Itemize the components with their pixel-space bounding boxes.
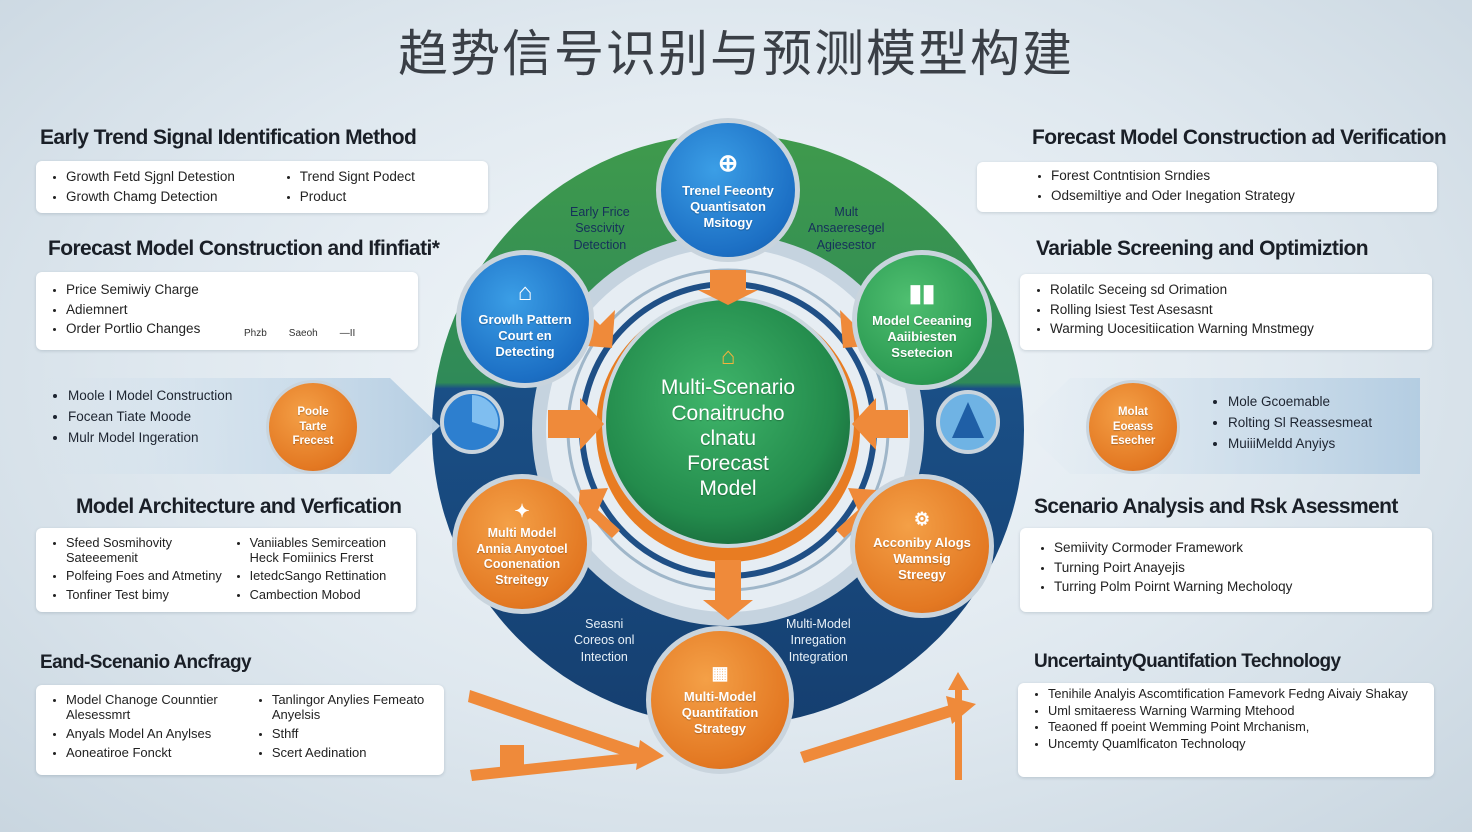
list-item: Growth Fetd Sjgnl Detestion bbox=[66, 169, 284, 185]
core-node: ⌂ Multi-Scenario Conaitrucho clnatu Fore… bbox=[660, 342, 796, 501]
node-top: ⊕ Trenel Feeonty Quantisaton Msitogy bbox=[656, 118, 800, 262]
house-icon: ⌂ bbox=[720, 342, 736, 370]
list-item: Anyals Model An Anylses bbox=[66, 726, 256, 742]
bars-icon: ▮▮ bbox=[908, 279, 936, 307]
compass-icon: ⊕ bbox=[717, 149, 739, 177]
ring-label-bottom-left: Seasni Coreos onl Intection bbox=[574, 617, 635, 664]
left-card-1: Growth Fetd Sjgnl Detestion Growth Chamg… bbox=[36, 161, 488, 213]
left-title-1: Early Trend Signal Identification Method bbox=[40, 126, 417, 149]
bottom-left-arrows bbox=[468, 690, 664, 781]
left-card-5: Model Chanoge Counntier Alesessmrt Anyal… bbox=[36, 685, 444, 775]
list-item: Model Chanoge Counntier Alesessmrt bbox=[66, 692, 256, 723]
left-band-node: Poole Tarte Frecest bbox=[266, 380, 360, 474]
left-card-4: Sfeed Sosmihovity Sateeemenit Polfeing F… bbox=[36, 528, 416, 612]
right-title-1: Forecast Model Construction ad Verificat… bbox=[1032, 126, 1447, 149]
right-title-4: Scenario Analysis and Rsk Asessment bbox=[1034, 495, 1398, 518]
list-item: Sthff bbox=[272, 726, 430, 742]
mini-label: —II bbox=[339, 328, 356, 339]
list-item: Mulr Model Ingeration bbox=[68, 430, 232, 445]
node-upper-right: ▮▮ Model Ceeaning Aaiibiesten Ssetecion bbox=[852, 250, 992, 390]
ring-label-top-left: Early Frice Sescivity Detection bbox=[570, 205, 630, 252]
left-title-2: Forecast Model Construction and Ifinfiat… bbox=[48, 237, 440, 260]
node-lower-left: ✦ Multi Model Annia Anyotoel Coonenation… bbox=[452, 474, 592, 614]
ring-label-bottom-right: Multi-Model Inregation Integration bbox=[786, 617, 851, 664]
list-item: Moole I Model Construction bbox=[68, 388, 232, 403]
right-card-2: Rolatilc Seceing sd Orimation Rolling ls… bbox=[1020, 274, 1432, 350]
list-item: Semiivity Cormoder Framework bbox=[1054, 540, 1414, 556]
list-item: Price Semiwiy Charge bbox=[66, 282, 266, 298]
list-item: Warming Uocesitiication Warning Mnstmegy bbox=[1050, 321, 1418, 337]
list-item: Scert Aedination bbox=[272, 745, 430, 761]
list-item: Forest Contntision Srndies bbox=[1051, 168, 1423, 184]
list-item: MuiiiMeldd Anyiys bbox=[1228, 436, 1372, 451]
list-item: Mole Gcoemable bbox=[1228, 394, 1372, 409]
mini-label-row: Phzb Saeoh —II bbox=[244, 328, 355, 339]
list-item: Growth Chamg Detection bbox=[66, 189, 284, 205]
list-item: Turning Poirt Anayejis bbox=[1054, 560, 1414, 576]
list-item: IetedcSango Rettination bbox=[250, 569, 402, 584]
mini-label: Phzb bbox=[244, 328, 267, 339]
list-item: Tanlingor Anylies Femeato Anyelsis bbox=[272, 692, 430, 723]
right-card-4: Semiivity Cormoder Framework Turning Poi… bbox=[1020, 528, 1432, 612]
list-item: Trend Signt Podect bbox=[300, 169, 474, 185]
list-item: Uml smitaeress Warning Warming Mtehood bbox=[1048, 703, 1420, 719]
node-upper-left: ⌂ Growlh Pattern Court en Detecting bbox=[456, 250, 594, 388]
list-item: Rolting Sl Reassesmeat bbox=[1228, 415, 1372, 430]
left-title-5: Eand-Scenanio Ancfragy bbox=[40, 652, 252, 673]
list-item: Rolling lsiest Test Asesasnt bbox=[1050, 302, 1418, 318]
page-title: 趋势信号识别与预测模型构建 bbox=[398, 25, 1074, 83]
left-band: Moole I Model Construction Focean Tiate … bbox=[52, 388, 232, 451]
list-item: Vaniiables Semirceation Heck Fomiinics F… bbox=[250, 535, 402, 565]
puzzle-icon: ⚙ bbox=[913, 509, 931, 530]
bottom-right-arrows bbox=[800, 672, 976, 780]
list-item: Rolatilc Seceing sd Orimation bbox=[1050, 282, 1418, 298]
right-band-node: Molat Eoeass Esecher bbox=[1086, 380, 1180, 474]
list-item: Tenihile Analyis Ascomtification Famevor… bbox=[1048, 686, 1420, 702]
mini-label: Saeoh bbox=[288, 328, 318, 339]
list-item: Product bbox=[300, 189, 474, 205]
right-title-5: UncertaintyQuantifation Technology bbox=[1034, 651, 1341, 672]
ring-label-top-right: Mult Ansaeresegel Agiesestor bbox=[808, 205, 885, 252]
right-card-1: Forest Contntision Srndies Odsemiltiye a… bbox=[977, 162, 1437, 212]
tree-icon: ✦ bbox=[514, 500, 530, 521]
left-title-4: Model Architecture and Verfication bbox=[76, 495, 402, 518]
right-card-5: Tenihile Analyis Ascomtification Famevor… bbox=[1018, 683, 1434, 777]
list-item: Turring Polm Poirnt Warning Mecholoqy bbox=[1054, 579, 1414, 595]
grid-icon: ▦ bbox=[711, 663, 729, 684]
right-band: Mole Gcoemable Rolting Sl Reassesmeat Mu… bbox=[1212, 394, 1372, 457]
list-item: Odsemiltiye and Oder Inegation Strategy bbox=[1051, 188, 1423, 204]
list-item: Tonfiner Test bimy bbox=[66, 587, 234, 603]
list-item: Sfeed Sosmihovity Sateeemenit bbox=[66, 535, 234, 565]
list-item: Aoneatiroe Fonckt bbox=[66, 745, 256, 761]
list-item: Cambection Mobod bbox=[250, 587, 402, 603]
node-bottom: ▦ Multi-Model Quantifation Strategy bbox=[646, 626, 794, 774]
list-item: Teaoned ff poeint Wemming Point Mrchanis… bbox=[1048, 720, 1420, 735]
list-item: Adiemnert bbox=[66, 302, 266, 318]
list-item: Polfeing Foes and Atmetiny bbox=[66, 569, 234, 584]
list-item: Uncemty Quamlficaton Technoloqy bbox=[1048, 736, 1420, 752]
right-title-2: Variable Screening and Optimiztion bbox=[1036, 237, 1369, 260]
left-card-2: Price Semiwiy Charge Adiemnert Order Por… bbox=[36, 272, 418, 350]
node-lower-right: ⚙ Acconiby Alogs Wamnsig Streegy bbox=[850, 474, 994, 618]
house-icon: ⌂ bbox=[517, 278, 533, 306]
list-item: Order Portlio Changes bbox=[66, 321, 266, 337]
list-item: Focean Tiate Moode bbox=[68, 409, 232, 424]
